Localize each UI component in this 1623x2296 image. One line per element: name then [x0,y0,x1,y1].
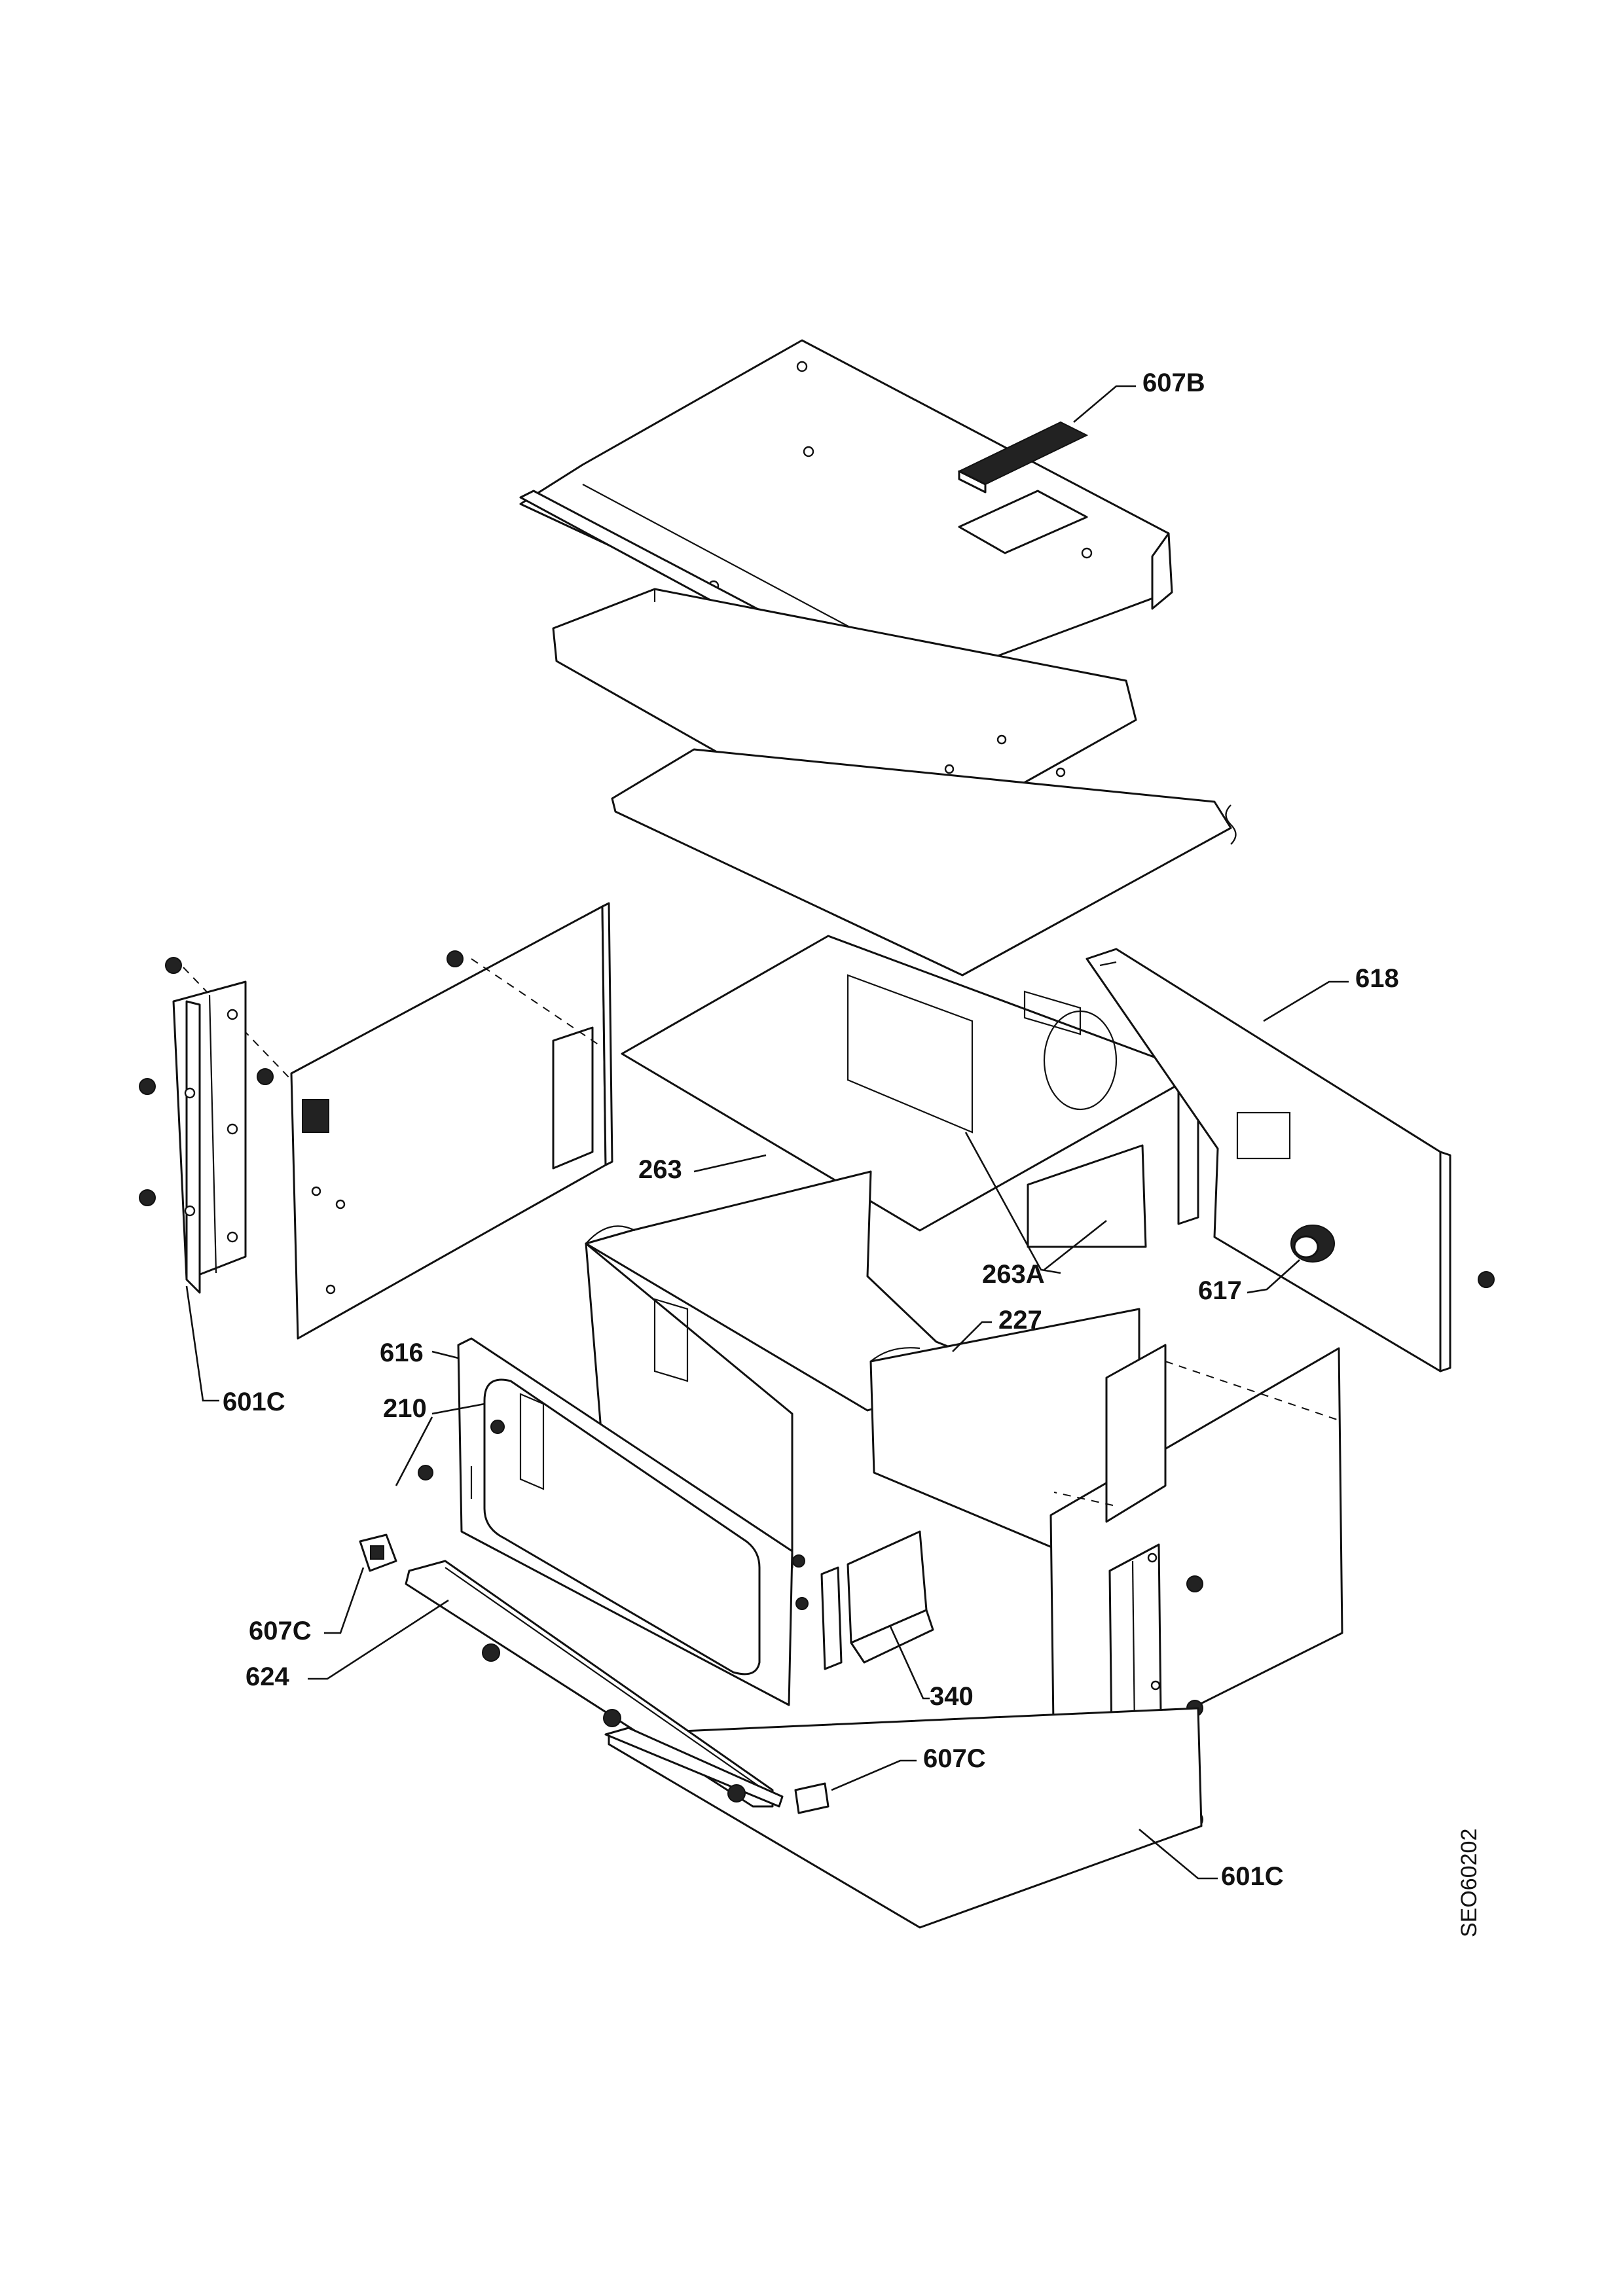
back-panel-618 [1085,948,1451,1372]
top-cover-label-plate [958,490,1088,554]
front-frame-616 [457,1337,793,1706]
foot-1 [482,1643,500,1662]
screw-right-1 [1186,1575,1203,1592]
callout-263a: 263A [982,1260,1045,1289]
hinge-210 [418,1420,505,1480]
callout-607b: 607B [1142,368,1205,397]
callout-227: 227 [998,1306,1042,1335]
foot-2 [603,1709,621,1727]
screw-left-5 [447,950,464,967]
left-side-panel [290,902,613,1340]
callout-617: 617 [1198,1276,1242,1305]
screw-left-2 [139,1078,156,1095]
screw-left-4 [257,1068,274,1085]
callout-618: 618 [1355,964,1399,993]
callout-607c-left: 607C [249,1617,312,1645]
drawing-code: SEO60202 [1457,1829,1482,1937]
screw-left-3 [139,1189,156,1206]
heat-shield-panel [611,748,1237,977]
callout-624: 624 [246,1662,289,1691]
front-trim-624 [405,1560,774,1808]
clip-607c-right [794,1782,830,1814]
callout-607c-right: 607C [923,1744,986,1773]
indicator-lamp-617 [1290,1225,1335,1263]
support-bracket-340 [847,1530,934,1664]
foot-3 [727,1784,746,1803]
callout-616: 616 [380,1338,424,1367]
bottom-plate [608,1707,1203,1929]
callout-601c-right: 601C [1221,1862,1284,1891]
screw-right-back [1478,1271,1495,1288]
rating-plate-607b [957,421,1089,493]
screw-left-1 [165,957,182,974]
latch-right [792,1554,843,1670]
callout-340: 340 [930,1682,974,1711]
clip-607c-left [359,1534,397,1572]
callout-210: 210 [383,1394,427,1423]
callout-263: 263 [638,1155,682,1184]
side-rail-left-601c [172,980,247,1294]
callout-601c-left: 601C [223,1388,285,1416]
